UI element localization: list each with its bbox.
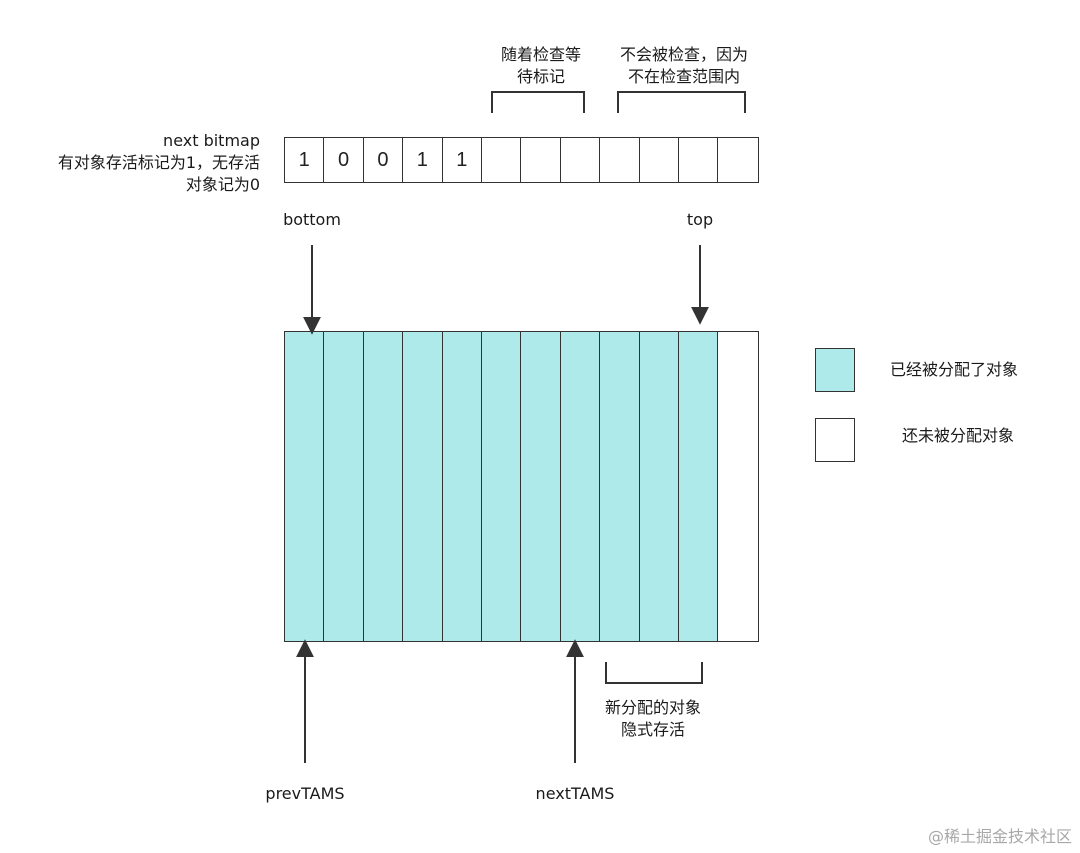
bitmap-cell	[521, 138, 561, 182]
allocated-slot	[481, 332, 522, 641]
bitmap-cell	[482, 138, 522, 182]
legend-allocated-swatch	[815, 348, 855, 392]
allocated-slot	[442, 332, 482, 641]
heap-region	[284, 331, 759, 642]
new-objects-line-2: 隐式存活	[620, 720, 685, 739]
bitmap-cell	[561, 138, 601, 182]
pending-mark-line-2: 待标记	[516, 67, 565, 86]
bottom-label: bottom	[283, 210, 341, 229]
allocated-slot	[678, 332, 719, 641]
bitmap-cell: 0	[364, 138, 404, 182]
allocated-slot	[600, 332, 640, 641]
watermark: @稀土掘金技术社区	[927, 827, 1072, 846]
new-objects-label: 新分配的对象 隐式存活	[588, 697, 718, 741]
unchecked-line-2: 不在检查范围内	[627, 67, 740, 86]
bitmap-cell	[600, 138, 640, 182]
bitmap-cell	[640, 138, 679, 182]
top-label: top	[686, 210, 714, 229]
legend-unallocated-label: 还未被分配对象	[902, 426, 1015, 445]
legend-unallocated-swatch	[815, 418, 855, 462]
allocated-slot	[363, 332, 404, 641]
pending-mark-line-1: 随着检查等	[500, 45, 581, 64]
unchecked-line-1: 不会被检查，因为	[619, 45, 748, 64]
pending-mark-label: 随着检查等 待标记	[486, 44, 596, 88]
allocated-slot	[324, 332, 364, 641]
pending-mark-bracket	[491, 91, 585, 113]
bitmap-cell: 0	[324, 138, 364, 182]
prevtams-label: prevTAMS	[265, 784, 345, 803]
bitmap-cell: 1	[443, 138, 482, 182]
allocated-slot	[560, 332, 601, 641]
bitmap-cell: 1	[403, 138, 443, 182]
allocated-slot	[285, 332, 325, 641]
unchecked-label: 不会被检查，因为 不在检查范围内	[606, 44, 762, 88]
new-objects-bracket	[605, 662, 703, 684]
allocated-slot	[403, 332, 443, 641]
bitmap-label-line-1: next bitmap	[163, 131, 260, 150]
bitmap-cell: 1	[285, 138, 325, 182]
allocated-slot	[521, 332, 561, 641]
bitmap-label-line-2: 有对象存活标记为1，无存活	[57, 153, 260, 172]
bitmap-label-line-3: 对象记为0	[185, 175, 260, 194]
unchecked-bracket	[617, 91, 746, 113]
bitmap-cell	[679, 138, 719, 182]
nexttams-label: nextTAMS	[535, 784, 615, 803]
bitmap-label: next bitmap 有对象存活标记为1，无存活 对象记为0	[20, 130, 260, 196]
allocated-slot	[639, 332, 679, 641]
unallocated-slot	[718, 332, 758, 641]
legend-allocated-label: 已经被分配了对象	[890, 360, 1019, 379]
new-objects-line-1: 新分配的对象	[604, 698, 701, 717]
